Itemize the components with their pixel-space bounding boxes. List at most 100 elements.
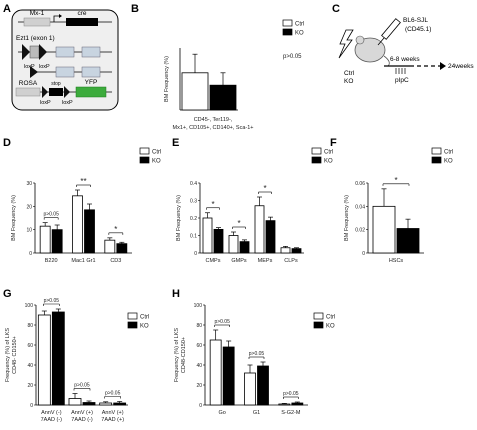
y-tick-label: 20 [27,383,33,389]
mx1-label: Mx-1 [30,10,45,17]
significance-label: p>0.05 [74,383,90,389]
bar-ctrl [99,402,113,406]
y-tick-label: 10 [26,228,32,234]
recipient-ko-label: KO [344,78,353,85]
bar-ko [51,229,63,254]
significance-label: p>0.05 [43,212,59,218]
x-tick-label: G1 [253,410,260,416]
bar-ko [291,402,304,406]
y-tick-label: 0 [199,403,202,409]
bar-ctrl [280,247,291,254]
y-tick-label: 80 [27,323,33,329]
y-tick-label: 0.04 [355,204,365,210]
legend-swatch-ctrl [127,312,138,320]
y-tick-label: 60 [27,343,33,349]
endpoint-label: 24weeks [448,63,474,70]
y-tick-label: 0 [194,251,197,257]
significance-label: p>0.05 [249,351,265,357]
y-tick-label: 40 [27,363,33,369]
legend-swatch-ctrl [282,19,293,27]
arrow-head-icon [59,14,62,18]
panel-letter-a: A [3,3,11,15]
x-tick-label: AnnV (+) [102,410,124,416]
panel-letter-c: C [332,3,340,15]
syringe-needle-icon [377,37,385,46]
x-tick-label: CLPs [284,258,298,264]
stop-label: stop [51,81,61,87]
legend-label-ctrl: Ctrl [152,150,161,156]
panel-letter-g: G [3,288,12,300]
y-tick-label: 80 [196,323,202,329]
y-tick-label: 0.1 [190,234,197,240]
significance-label: p>0.05 [283,391,299,397]
bar-ctrl [244,372,256,406]
recipient-ctrl: Ctrl [344,70,355,77]
legend-label-ko: KO [295,31,304,37]
mouse-icon [354,37,386,63]
legend-label-ko: KO [444,159,453,165]
panel-a: A Mx-1 cre Ezt1 (exon 1) loxP loxP ROSA … [3,3,119,111]
significance-label: p>0.05 [214,319,230,325]
charts-layer: BBM Frequency (%)CD45-, Ter119-,Mx1+, CD… [3,3,453,423]
x-tick-label: GMPs [231,258,247,264]
panel-letter-f: F [330,137,337,149]
loxp-label: loxP [40,100,51,106]
y-axis-label: Frequency (%) of LKS [174,328,180,382]
x-tick-label: 7AAD (-) [41,417,63,423]
y-tick-label: 100 [194,303,203,309]
panel-c: C Ctrl KO BL6-SJL (CD45.1) 6-8 weeks 24w… [332,3,474,85]
bar-ko [291,248,302,254]
bar-ko [84,209,95,254]
bar-ctrl [181,72,209,111]
loxp-triangle-icon [22,44,30,60]
significance-label: * [237,219,240,228]
y-tick-label: 0.02 [355,228,365,234]
exon-box [55,66,75,78]
bar-ko [51,311,65,406]
y-axis-label: Frequency (%) of LKS [5,328,11,382]
yfp-gene-box [75,86,107,98]
cre-gene-box [66,18,98,26]
y-axis-label: BM Frequency (%) [176,195,182,241]
significance-label: p>0.05 [105,391,121,397]
x-tick-label: CMPs [206,258,221,264]
bar-ko [82,402,96,406]
legend-label-ko: KO [152,159,161,165]
loxp-triangle-icon [39,44,47,60]
legend-swatch-ctrl [139,147,150,155]
mx1-promoter-box [23,17,51,27]
bar-ko [265,220,276,254]
rosa-box [15,87,41,97]
promoter-arrow-icon [53,15,60,22]
y-tick-label: 40 [196,363,202,369]
y-axis-label: BM Frequency (%) [164,56,170,102]
bar-ko [209,84,237,111]
x-tick-label: Mx1+, CD105+, CD140+, Sca-1+ [172,125,253,131]
y-axis-label: BM Frequency (%) [344,195,350,241]
panel-letter-d: D [3,137,11,149]
bar-ko [113,402,127,406]
injection-label: pIpC [395,77,409,84]
x-tick-label: Mac1 Gr1 [71,258,95,264]
y-tick-label: 0.06 [355,181,365,187]
x-tick-label: AnnV (-) [41,410,62,416]
legend-swatch-ctrl [313,312,324,320]
x-tick-label: CD45-, Ter119-, [194,117,233,123]
bar-ko [222,346,235,406]
loxp-label: loxP [24,64,35,70]
yfp-label: YFP [85,79,98,86]
y-tick-label: 30 [26,181,32,187]
y-tick-label: 0 [30,403,33,409]
x-tick-label: AnnV (+) [71,410,93,416]
mouse-ear-icon [355,35,365,45]
legend-label-ctrl: Ctrl [295,22,304,28]
x-tick-label: CD3 [110,258,121,264]
legend-swatch-ko [311,156,322,164]
loxp-triangle-icon [42,86,48,98]
legend-label-ko: KO [326,324,335,330]
loxp-label: loxP [62,100,73,106]
irradiation-bolt-icon [338,29,354,59]
